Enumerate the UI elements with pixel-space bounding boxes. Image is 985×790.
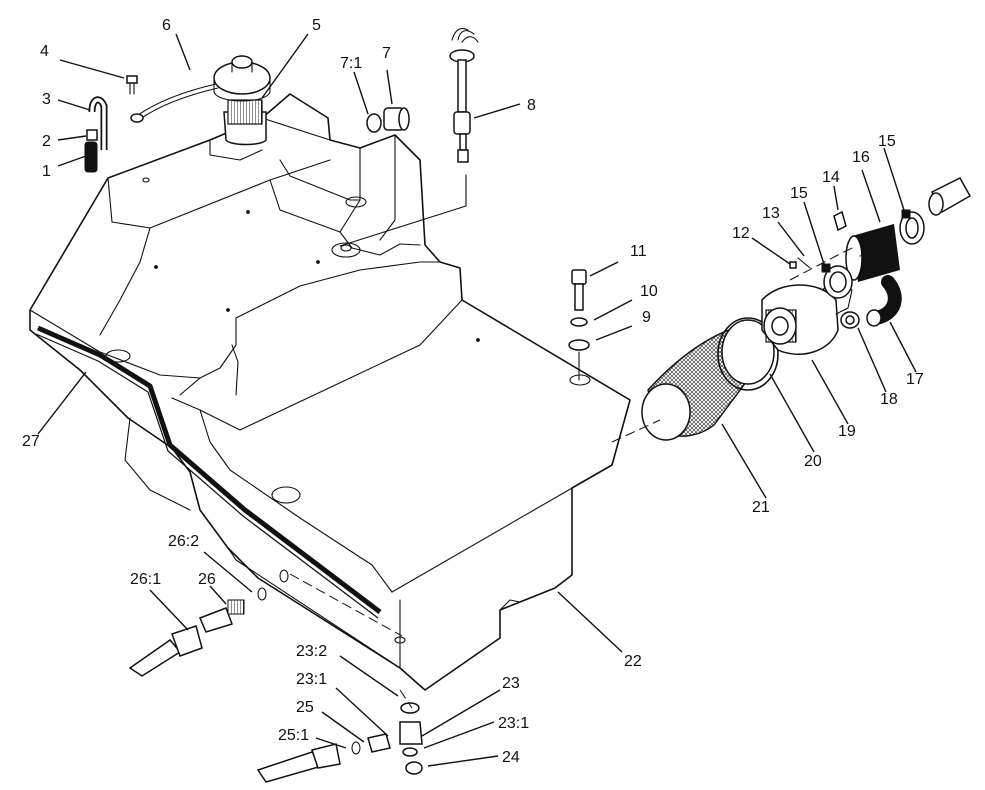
screw-13-washer-12 <box>789 257 811 269</box>
callout-23: 23 <box>502 675 520 692</box>
callout-10: 10 <box>640 283 658 300</box>
callout-5: 5 <box>312 17 321 34</box>
filter-housing-19 <box>761 279 853 355</box>
callout-1: 1 <box>42 163 51 180</box>
callout-26-2: 26:2 <box>168 533 199 550</box>
gasket-strip <box>35 325 382 619</box>
callout-26: 26 <box>198 571 216 588</box>
callout-4: 4 <box>40 43 49 60</box>
callout-labels: 1 2 3 4 6 5 7:1 7 8 11 10 9 12 13 14 15 … <box>22 17 924 766</box>
callout-22: 22 <box>624 653 642 670</box>
drain-valve-26 <box>128 569 289 677</box>
callout-25: 25 <box>296 699 314 716</box>
callout-6: 6 <box>162 17 171 34</box>
drain-fitting-23 <box>399 702 423 775</box>
bushing-7 <box>366 107 410 133</box>
callout-12: 12 <box>732 225 750 242</box>
outlet-pipe <box>928 177 972 216</box>
callout-7: 7 <box>382 45 391 62</box>
leader-lines <box>37 33 917 767</box>
callout-20: 20 <box>804 453 822 470</box>
callout-21: 21 <box>752 499 770 516</box>
fuel-cap-assembly <box>130 55 271 146</box>
callout-17: 17 <box>906 371 924 388</box>
bolt-11-washers <box>568 269 590 381</box>
callout-16: 16 <box>852 149 870 166</box>
callout-2: 2 <box>42 133 51 150</box>
callout-26-1: 26:1 <box>130 571 161 588</box>
vent-hose <box>84 96 108 173</box>
callout-24: 24 <box>502 749 520 766</box>
clamp-15-upper <box>899 209 925 245</box>
clamp-15-lower <box>821 263 853 299</box>
hose-16 <box>845 224 900 282</box>
fuel-filter-21 <box>641 319 775 441</box>
callout-14: 14 <box>822 169 840 186</box>
callout-7-1: 7:1 <box>340 55 362 72</box>
fuel-tank <box>29 93 631 691</box>
screw-4 <box>126 75 138 95</box>
fitting-14 <box>833 210 847 232</box>
callout-15-lower: 15 <box>790 185 808 202</box>
callout-11: 11 <box>630 243 647 260</box>
clamp-18 <box>840 311 860 329</box>
callout-9: 9 <box>642 309 651 326</box>
callout-18: 18 <box>880 391 898 408</box>
oring-20 <box>717 317 779 391</box>
callout-27: 27 <box>22 433 40 450</box>
callout-15-upper: 15 <box>878 133 896 150</box>
fuel-sender-8 <box>339 27 479 247</box>
callout-3: 3 <box>42 91 51 108</box>
callout-19: 19 <box>838 423 856 440</box>
drain-hose-25 <box>256 733 391 783</box>
callout-23-1-right: 23:1 <box>498 715 529 732</box>
callout-23-1-left: 23:1 <box>296 671 327 688</box>
hose-17 <box>866 275 902 327</box>
callout-25-1: 25:1 <box>278 727 309 744</box>
callout-8: 8 <box>527 97 536 114</box>
callout-13: 13 <box>762 205 780 222</box>
callout-23-2: 23:2 <box>296 643 327 660</box>
